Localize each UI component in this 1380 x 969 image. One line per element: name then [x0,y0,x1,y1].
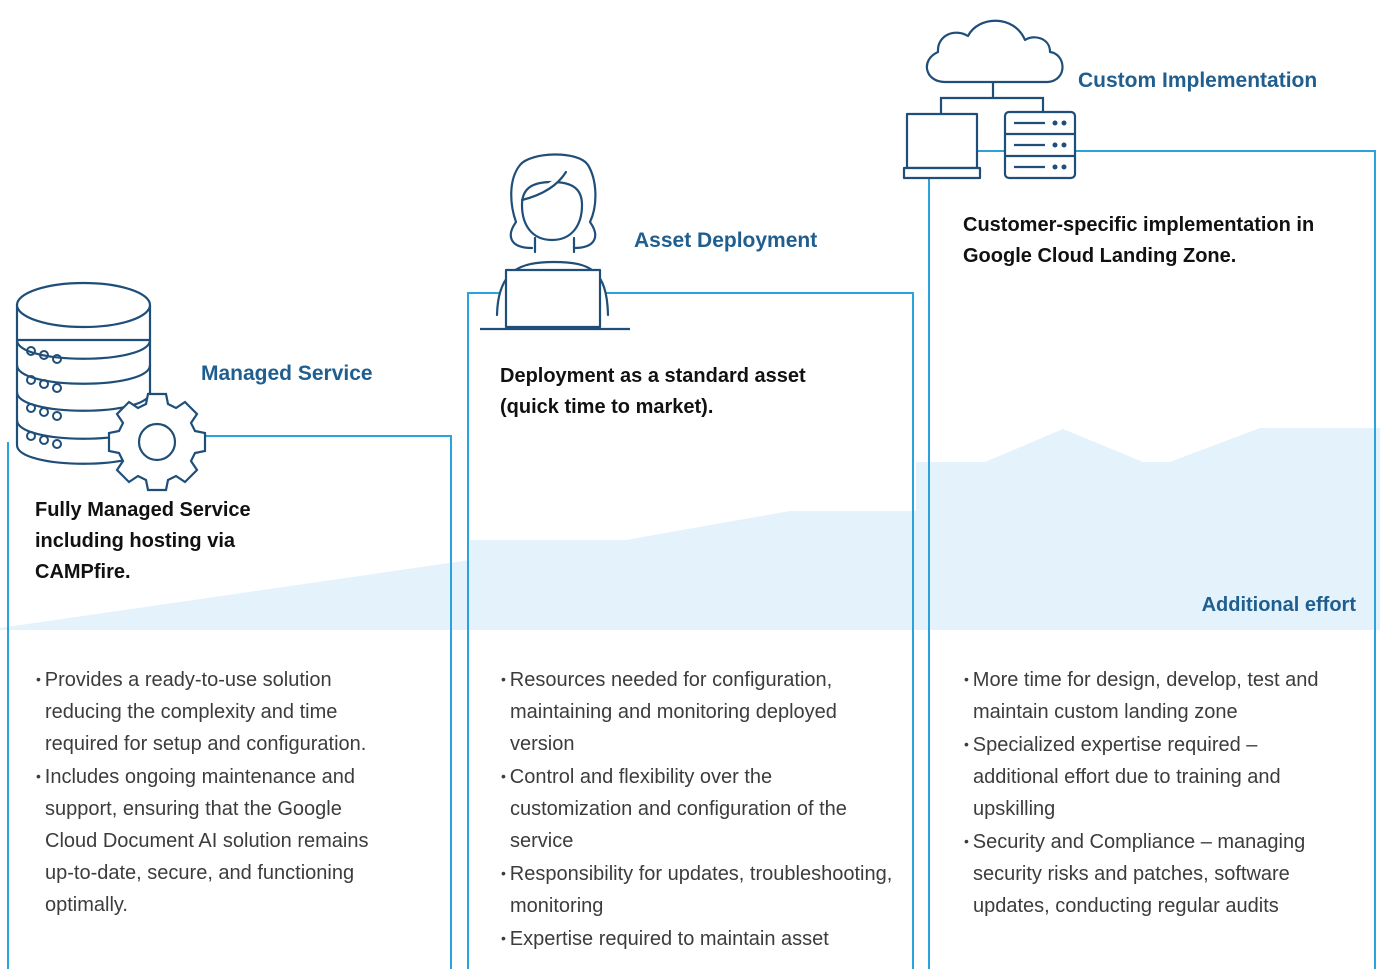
list-item: Expertise required to maintain asset [500,922,895,955]
list-item: Provides a ready-to-use solution reducin… [35,663,395,760]
asset-deployment-headline: Deployment as a standard asset (quick ti… [500,365,806,418]
managed-service-frame-top [7,435,452,437]
custom-implementation-frame-right [1374,150,1376,969]
list-item: Security and Compliance – managing secur… [963,825,1338,922]
managed-service-title: Managed Service [201,362,373,385]
custom-implementation-headline: Customer-specific implementation in Goog… [963,214,1315,267]
custom-implementation-frame-left [928,150,930,969]
asset-deployment-bullets: Resources needed for configuration, main… [500,663,895,955]
list-item: Control and flexibility over the customi… [500,760,895,857]
list-item: Includes ongoing maintenance and support… [35,760,395,921]
managed-service-headline: Fully Managed Service including hosting … [35,499,251,583]
asset-deployment-title: Asset Deployment [634,229,818,252]
list-item: More time for design, develop, test and … [963,663,1338,728]
additional-effort-label: Additional effort [1201,594,1356,616]
managed-service-frame-left [7,435,9,969]
managed-service-frame-right [450,435,452,969]
managed-service-bullets: Provides a ready-to-use solution reducin… [35,663,395,921]
person-laptop-icon [480,153,630,331]
list-item: Responsibility for updates, troubleshoot… [500,857,895,922]
asset-deployment-frame-top [467,292,914,294]
custom-implementation-frame-top [928,150,1376,152]
custom-implementation-title: Custom Implementation [1078,69,1318,92]
list-item: Specialized expertise required – additio… [963,728,1338,825]
list-item: Resources needed for configuration, main… [500,663,895,760]
asset-deployment-frame-right [912,292,914,969]
custom-implementation-bullets: More time for design, develop, test and … [963,663,1338,922]
database-gear-icon [7,281,207,492]
cloud-network-icon [902,19,1077,180]
asset-deployment-frame-left [467,292,469,969]
